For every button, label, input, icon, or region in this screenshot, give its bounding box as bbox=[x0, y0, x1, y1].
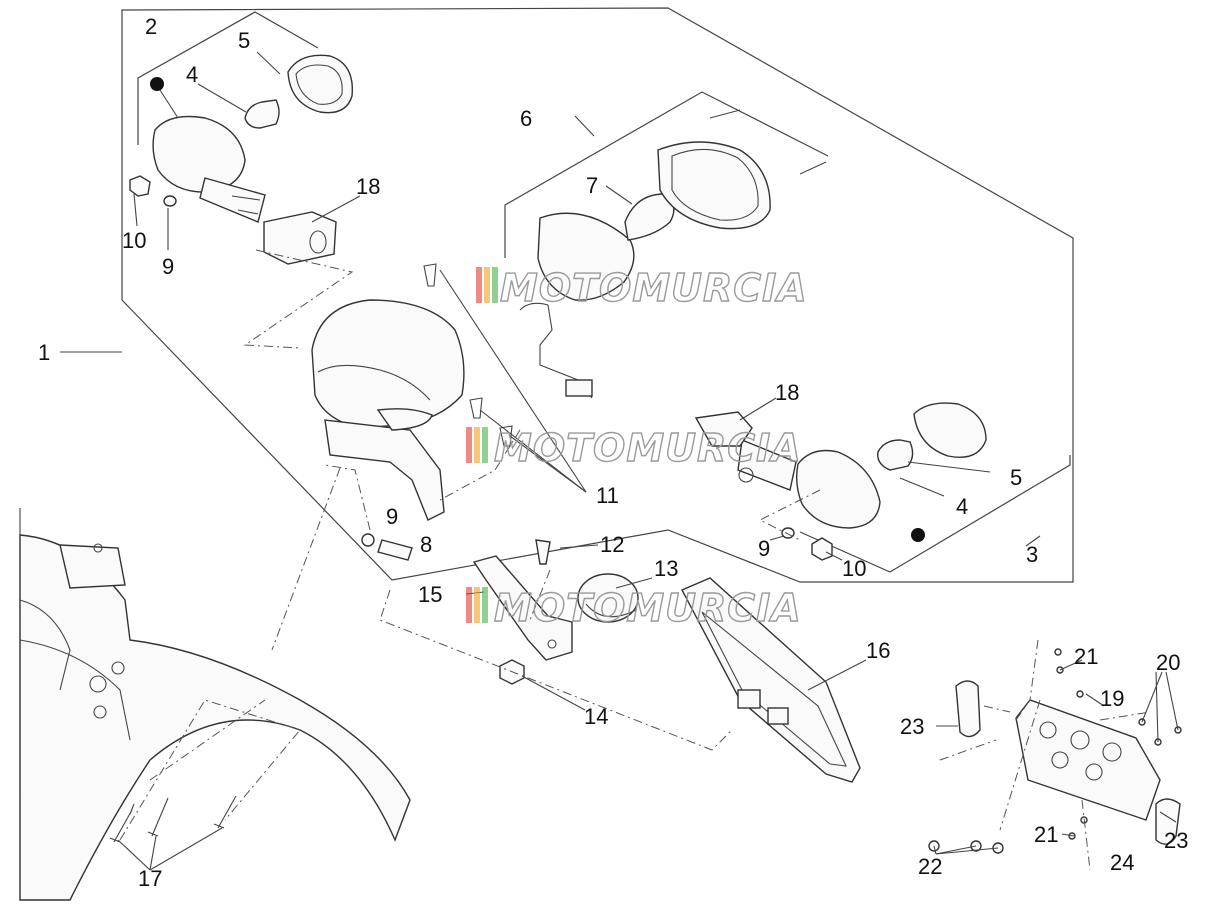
left-turn-signal bbox=[150, 77, 266, 223]
lens-5-left bbox=[287, 54, 354, 114]
nut-10-left bbox=[129, 175, 151, 197]
callout-7: 7 bbox=[586, 173, 598, 198]
leader-lines bbox=[60, 51, 1179, 871]
callout-13: 13 bbox=[654, 556, 678, 581]
nut-10-right bbox=[811, 537, 833, 561]
right-turn-signal bbox=[737, 439, 925, 542]
callout-9-c: 9 bbox=[758, 536, 770, 561]
callout-1: 1 bbox=[38, 340, 50, 365]
callout-11: 11 bbox=[596, 483, 619, 508]
callout-4-b: 4 bbox=[956, 494, 968, 519]
reflector-plate-24 bbox=[1015, 699, 1161, 821]
callout-18-b: 18 bbox=[775, 380, 799, 405]
assembly-frame-1 bbox=[121, 7, 1074, 583]
reflector-23-right bbox=[1155, 798, 1181, 845]
watermark-text-1: MOTOMURCIA bbox=[500, 266, 808, 310]
callout-21: 21 bbox=[1074, 644, 1098, 669]
callout-2: 2 bbox=[145, 14, 157, 39]
spacer-18-right bbox=[694, 411, 753, 447]
callout-16: 16 bbox=[866, 638, 890, 663]
callout-5-b: 5 bbox=[1010, 465, 1022, 490]
callout-3: 3 bbox=[1026, 542, 1038, 567]
callout-19: 19 bbox=[1100, 686, 1124, 711]
callout-20: 20 bbox=[1156, 650, 1180, 675]
watermark-text-2: MOTOMURCIA bbox=[494, 426, 802, 470]
fender-screws bbox=[109, 795, 237, 843]
watermark-2: MOTOMURCIA bbox=[466, 425, 802, 471]
subgroup-bracket-6 bbox=[504, 91, 829, 258]
callout-24: 24 bbox=[1110, 850, 1134, 875]
callout-labels: 1 2 5 4 18 10 9 6 7 18 5 4 3 9 10 11 9 8… bbox=[38, 14, 1188, 891]
callout-6: 6 bbox=[520, 106, 532, 131]
bracket-15 bbox=[472, 555, 573, 661]
rear-light-lens-ring bbox=[657, 109, 827, 230]
screw-8 bbox=[361, 533, 413, 561]
assembly-lines bbox=[119, 249, 1151, 871]
subgroup-bracket-3 bbox=[799, 455, 1071, 573]
callout-14: 14 bbox=[584, 704, 608, 729]
rear-light-reflector bbox=[519, 212, 635, 399]
bolt-12 bbox=[535, 539, 551, 565]
callout-10: 10 bbox=[122, 228, 146, 253]
callout-22: 22 bbox=[918, 854, 942, 879]
callout-10-b: 10 bbox=[842, 556, 866, 581]
callout-5: 5 bbox=[238, 28, 250, 53]
callout-21-b: 21 bbox=[1034, 822, 1058, 847]
watermark-1: MOTOMURCIA bbox=[476, 265, 808, 311]
tail-light-housing bbox=[311, 299, 465, 521]
watermark-text-3: MOTOMURCIA bbox=[494, 586, 802, 630]
screws-11 bbox=[423, 263, 513, 447]
callout-23-b: 23 bbox=[1164, 828, 1188, 853]
bulb-4-left bbox=[244, 99, 280, 129]
bulb-4-right bbox=[877, 439, 914, 471]
callout-12: 12 bbox=[600, 532, 624, 557]
callout-8: 8 bbox=[420, 532, 432, 557]
washer-9-left bbox=[163, 195, 177, 207]
spacer-18-left bbox=[263, 211, 337, 265]
callout-15: 15 bbox=[418, 582, 442, 607]
callout-9-b: 9 bbox=[386, 504, 398, 529]
lens-5-right bbox=[913, 402, 987, 458]
callout-9: 9 bbox=[162, 254, 174, 279]
reflector-23-left bbox=[955, 680, 981, 738]
rear-fender bbox=[19, 508, 411, 901]
callout-4: 4 bbox=[186, 62, 198, 87]
watermark-3: MOTOMURCIA bbox=[466, 585, 802, 631]
callout-17: 17 bbox=[138, 866, 162, 891]
callout-18: 18 bbox=[356, 174, 380, 199]
license-plate-holder-16 bbox=[681, 577, 861, 783]
callout-23: 23 bbox=[900, 714, 924, 739]
subgroup-bracket-2 bbox=[137, 11, 319, 145]
